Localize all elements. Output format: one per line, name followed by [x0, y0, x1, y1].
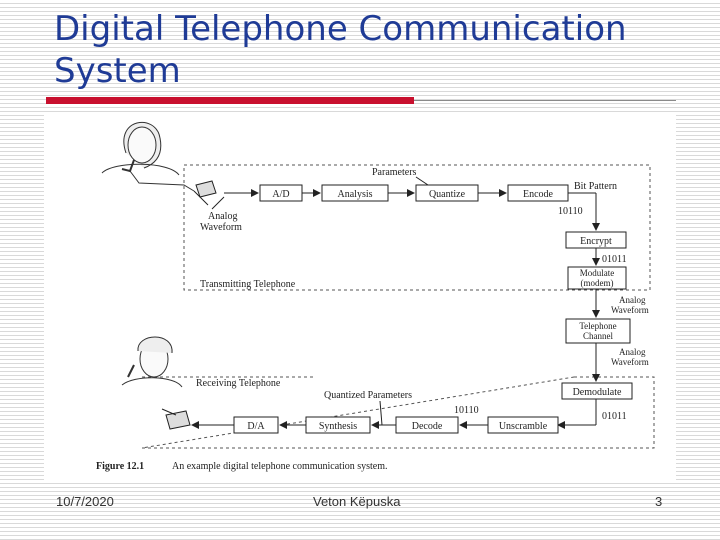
unscramble-label: Unscramble [499, 421, 548, 432]
figure-image: Transmitting Telephone Receiving Telepho… [44, 113, 676, 480]
quantize-label: Quantize [429, 189, 466, 200]
bits-label-1: 10110 [558, 206, 583, 217]
encrypt-block: Encrypt [566, 232, 626, 248]
da-label: D/A [247, 421, 265, 432]
bit-pattern-label: Bit Pattern [574, 181, 617, 192]
decode-block: Decode [396, 417, 458, 433]
modulate-label-1: Modulate [580, 268, 615, 278]
analog-waveform-label-2a: Analog [619, 347, 646, 357]
bits-label-2: 01011 [602, 254, 627, 265]
analog-waveform-label-2b: Waveform [611, 357, 649, 367]
speaker-person-icon [102, 122, 194, 191]
demodulate-block: Demodulate [562, 383, 632, 399]
decode-label: Decode [412, 421, 443, 432]
parameters-label: Parameters [372, 167, 417, 178]
footer-page-number: 3 [655, 494, 662, 509]
bits-label-3: 01011 [602, 411, 627, 422]
telephone-channel-block: Telephone Channel [566, 319, 630, 343]
da-block: D/A [234, 417, 278, 433]
unscramble-block: Unscramble [488, 417, 558, 433]
encrypt-label: Encrypt [580, 236, 612, 247]
encode-label: Encode [523, 189, 554, 200]
synthesis-block: Synthesis [306, 417, 370, 433]
analog-waveform-label-1a: Analog [619, 295, 646, 305]
analysis-label: Analysis [338, 189, 373, 200]
rx-bits-label: 10110 [454, 405, 479, 416]
receive-section-label: Receiving Telephone [196, 378, 281, 389]
analog-waveform-label-1b: Waveform [611, 305, 649, 315]
tx-analog-label-2: Waveform [200, 222, 242, 233]
demodulate-label: Demodulate [573, 387, 622, 398]
slide-title: Digital Telephone Communication System [54, 8, 694, 92]
transmit-section-label: Transmitting Telephone [200, 279, 296, 290]
footer-date: 10/7/2020 [56, 494, 114, 509]
diagram-svg: Transmitting Telephone Receiving Telepho… [44, 113, 676, 480]
modulate-label-2: (modem) [581, 278, 614, 288]
receive-phone-icon [162, 409, 190, 429]
channel-label-1: Telephone [579, 321, 616, 331]
modulate-block: Modulate (modem) [568, 267, 626, 289]
listener-person-icon [122, 337, 182, 387]
title-accent-rule [46, 97, 414, 104]
quantized-parameters-label: Quantized Parameters [324, 390, 412, 401]
title-divider-line [414, 100, 676, 101]
encode-block: Encode [508, 185, 568, 201]
transmit-phone-icon [194, 181, 216, 205]
quantize-block: Quantize [416, 185, 478, 201]
footer-author: Veton Këpuska [313, 494, 400, 509]
figure-caption-label: Figure 12.1 [96, 461, 144, 472]
ad-label: A/D [272, 189, 289, 200]
analysis-block: Analysis [322, 185, 388, 201]
ad-block: A/D [260, 185, 302, 201]
figure-caption-text: An example digital telephone communicati… [172, 461, 388, 472]
tx-analog-label-1: Analog [208, 211, 237, 222]
channel-label-2: Channel [583, 331, 613, 341]
synthesis-label: Synthesis [319, 421, 357, 432]
